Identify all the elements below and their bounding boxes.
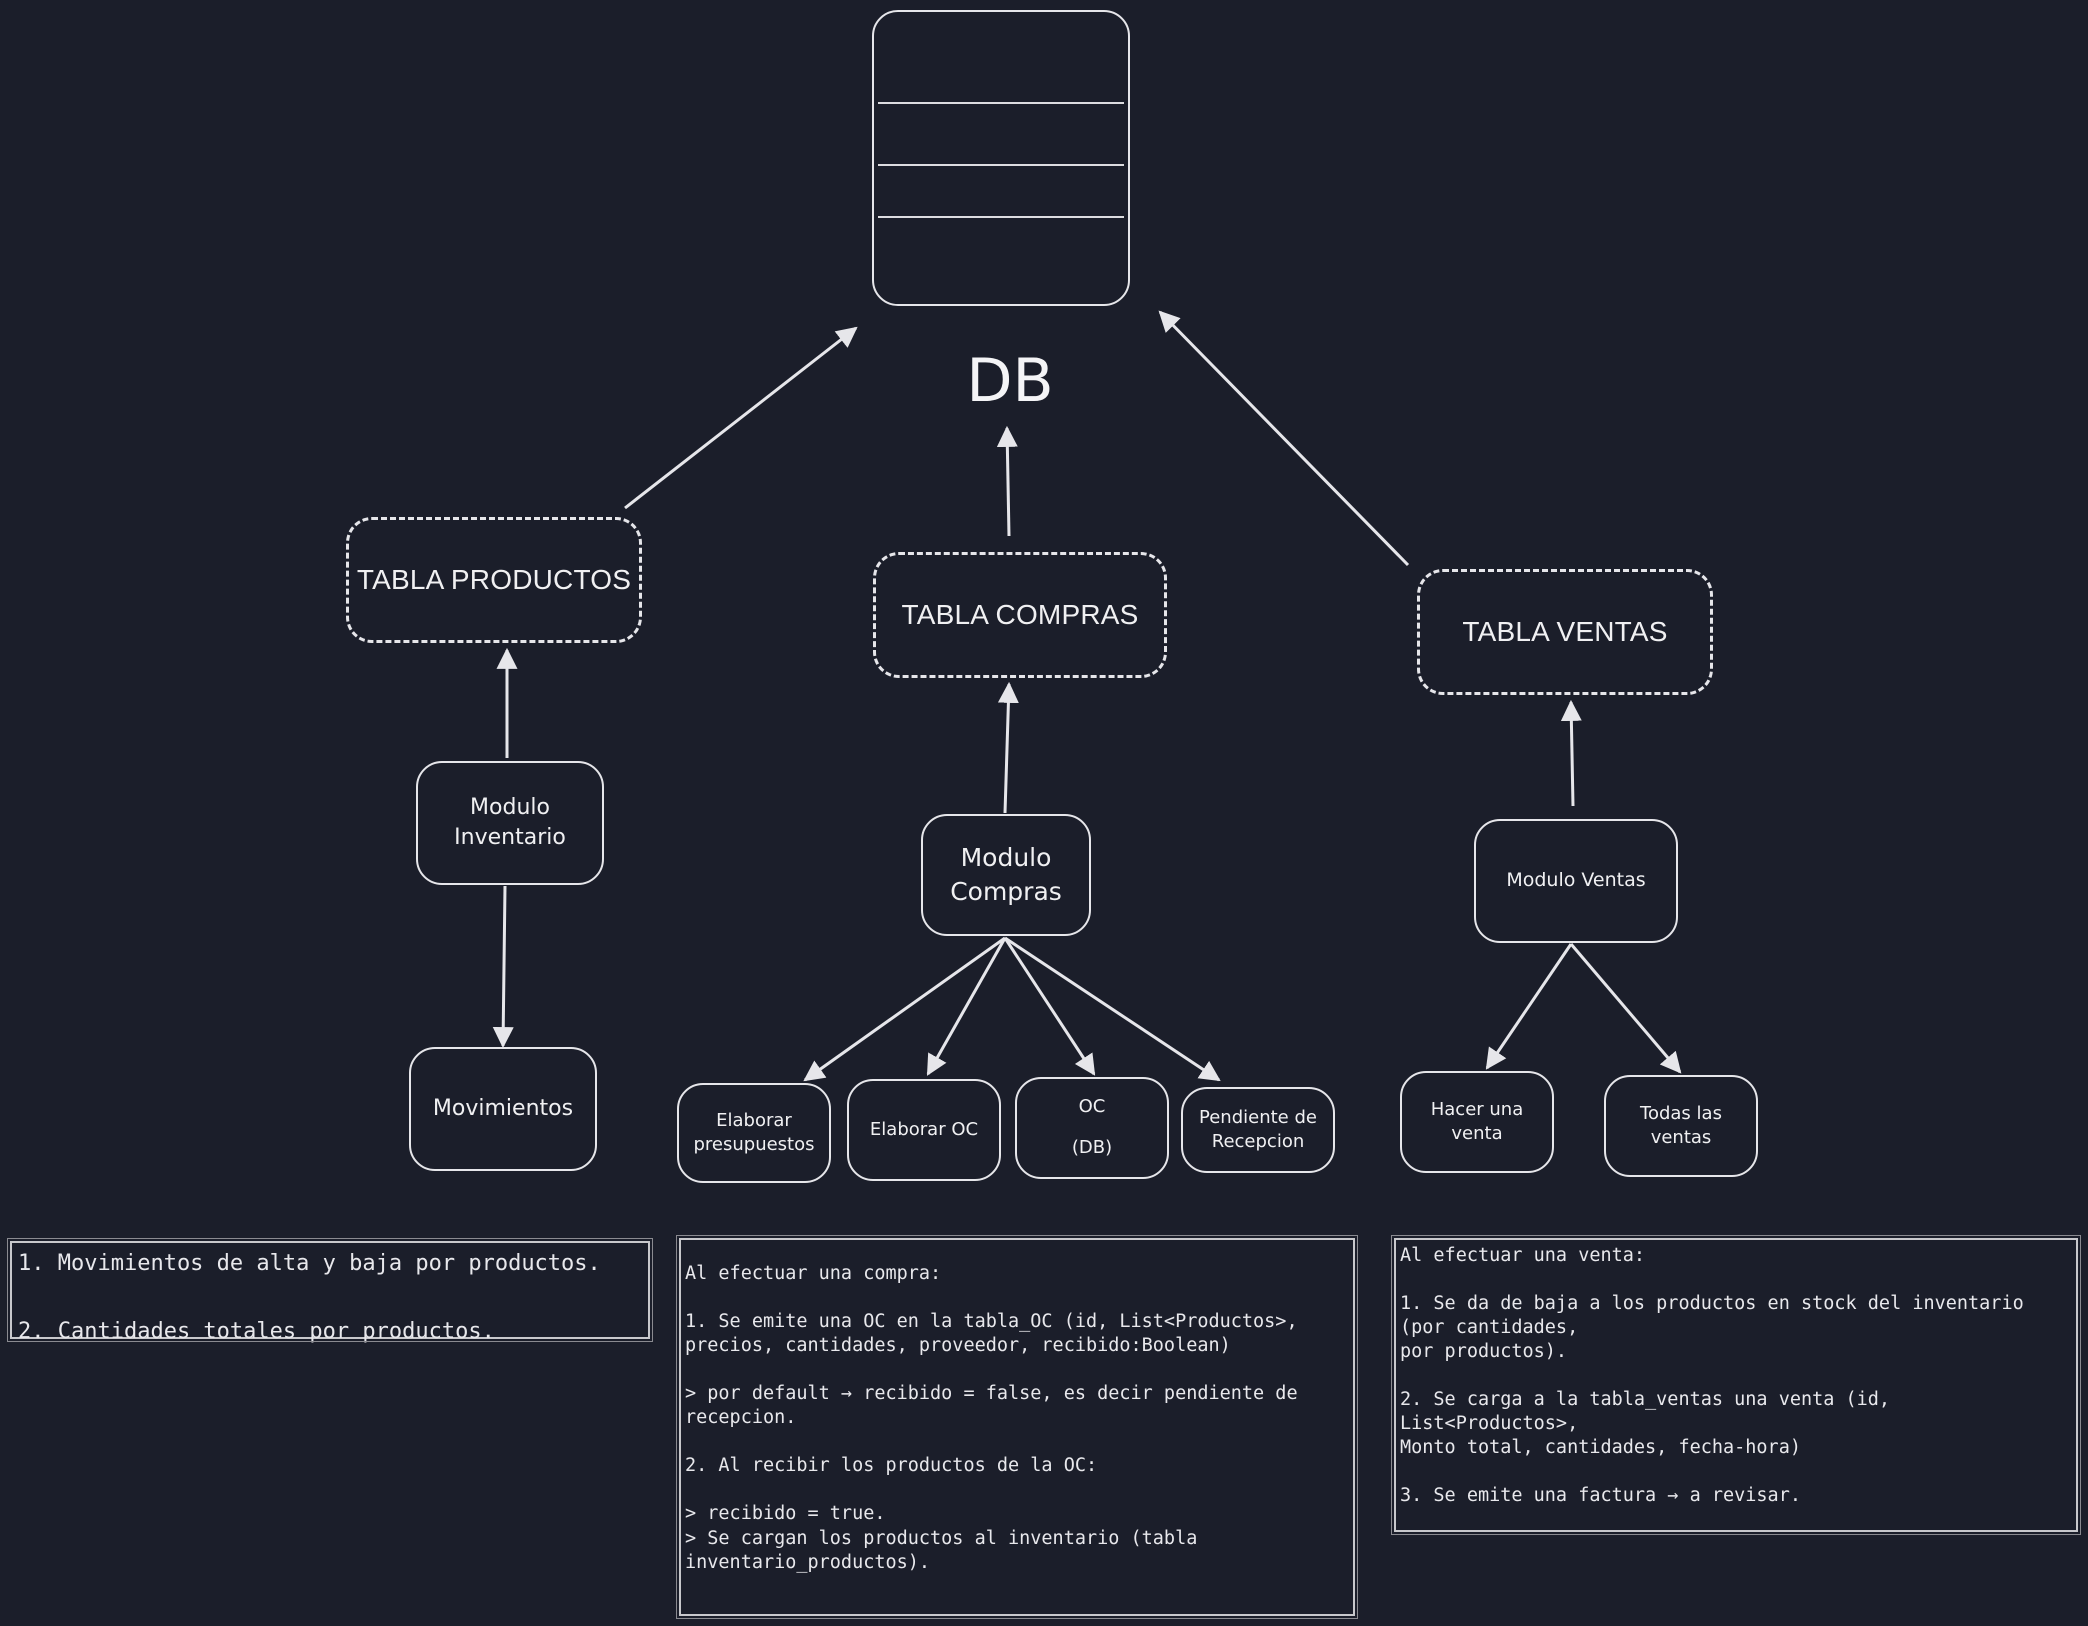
db-label: DB <box>966 346 1054 416</box>
tabla-compras-node[interactable]: TABLA COMPRAS <box>873 552 1167 678</box>
arrow-modventas-to-ventas <box>1560 699 1582 807</box>
db-row-divider <box>878 102 1124 104</box>
elaborar-presupuestos-node[interactable]: Elaborar presupuestos <box>677 1083 831 1183</box>
tabla-ventas-node[interactable]: TABLA VENTAS <box>1417 569 1713 695</box>
modulo-inventario-node[interactable]: Modulo Inventario <box>416 761 604 885</box>
arrow-compras-to-pendiente <box>1004 936 1221 1082</box>
arrow-productos-to-db <box>624 326 858 510</box>
todas-las-ventas-node[interactable]: Todas las ventas <box>1604 1075 1758 1177</box>
modulo-compras-node[interactable]: Modulo Compras <box>921 814 1091 936</box>
db-row-divider <box>878 164 1124 166</box>
arrow-ventas-to-hacer-venta <box>1485 943 1573 1070</box>
arrow-compras-to-elaborar-oc <box>926 937 1007 1076</box>
hacer-una-venta-node[interactable]: Hacer una venta <box>1400 1071 1554 1173</box>
note-inventario: 1. Movimientos de alta y baja por produc… <box>7 1238 653 1344</box>
db-row-divider <box>878 216 1124 218</box>
arrow-compras-to-presupuestos <box>803 936 1006 1082</box>
arrow-compras-to-db <box>996 425 1018 537</box>
oc-db-node[interactable]: OC (DB) <box>1015 1077 1169 1179</box>
note-ventas: Al efectuar una venta: 1. Se da de baja … <box>1391 1235 2081 1535</box>
elaborar-oc-node[interactable]: Elaborar OC <box>847 1079 1001 1181</box>
tabla-productos-node[interactable]: TABLA PRODUCTOS <box>346 517 642 643</box>
note-compras: Al efectuar una compra: 1. Se emite una … <box>676 1235 1358 1619</box>
arrow-modcompras-to-compras <box>997 681 1019 814</box>
pendiente-recepcion-node[interactable]: Pendiente de Recepcion <box>1181 1087 1335 1173</box>
arrow-compras-to-oc-db <box>1003 937 1096 1076</box>
movimientos-node[interactable]: Movimientos <box>409 1047 597 1171</box>
database-icon <box>872 10 1130 306</box>
modulo-ventas-node[interactable]: Modulo Ventas <box>1474 819 1678 943</box>
arrow-ventas-to-todas-ventas <box>1569 943 1682 1074</box>
arrow-ventas-to-db <box>1158 310 1410 567</box>
arrow-inventario-to-movimientos <box>492 885 514 1049</box>
